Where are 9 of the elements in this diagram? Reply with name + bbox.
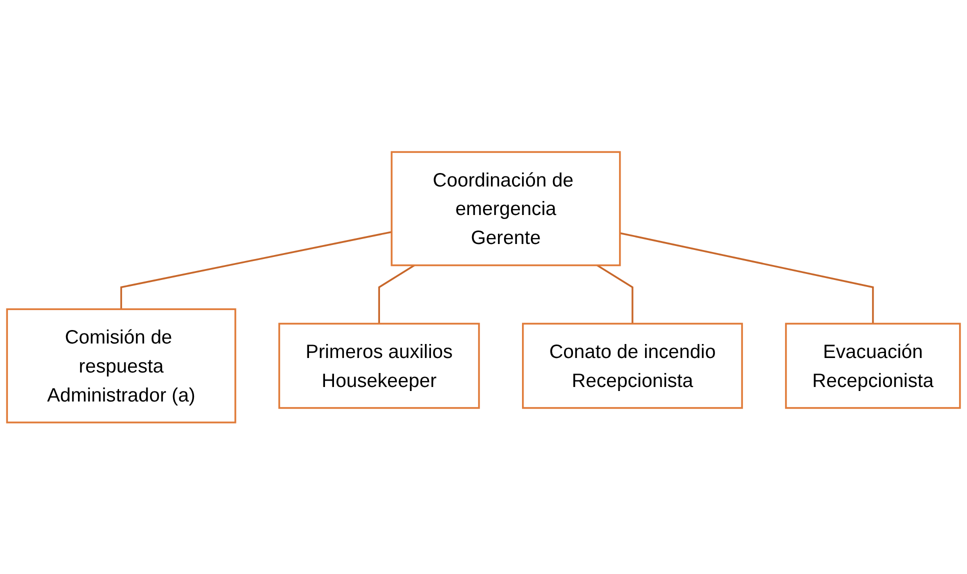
connector — [378, 264, 415, 324]
connector — [596, 264, 634, 324]
connector — [620, 232, 874, 324]
node-box: Comisión de respuesta Administrador (a) — [6, 308, 236, 424]
node-box: Evacuación Recepcionista — [785, 322, 961, 409]
node-box: Conato de incendio Recepcionista — [522, 322, 743, 409]
connector — [120, 230, 392, 309]
node-box: Coordinación de emergencia Gerente — [390, 150, 621, 266]
node-box: Primeros auxilios Housekeeper — [278, 322, 480, 409]
